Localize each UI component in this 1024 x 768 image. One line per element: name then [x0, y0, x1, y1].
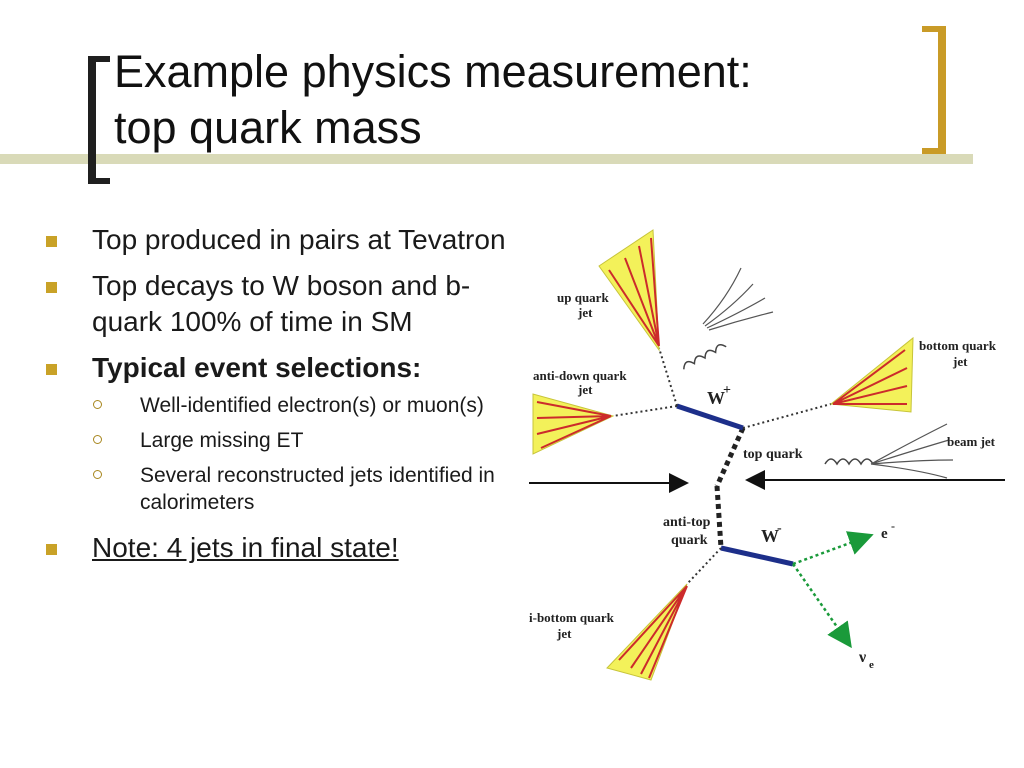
w-plus-superscript: + [723, 383, 731, 398]
anti-down-quark-label: anti-down quark [533, 368, 627, 383]
gluon-coil-lower [824, 458, 874, 466]
square-bullet-icon [46, 544, 57, 555]
bullet-list: Top produced in pairs at Tevatron Top de… [40, 222, 510, 576]
w-minus-label: W [761, 526, 779, 546]
anti-down-quark-line [612, 405, 678, 417]
top-quark-line [714, 426, 746, 488]
anti-down-jet-label: jet [577, 382, 593, 397]
electron-label: e [881, 526, 888, 542]
bullet-text: Top decays to W boson and b-quark 100% o… [92, 270, 471, 337]
bullet-text: Top produced in pairs at Tevatron [92, 224, 506, 255]
anti-bottom-quark-jet-cone [606, 583, 688, 681]
bullet-item: Note: 4 jets in final state! [40, 530, 510, 566]
circle-bullet-icon [93, 400, 102, 409]
square-bullet-icon [46, 364, 57, 375]
sub-bullet-text: Several reconstructed jets identified in… [140, 464, 495, 514]
anti-down-quark-jet-cone [532, 393, 615, 455]
square-bullet-icon [46, 282, 57, 293]
bullet-item: Top produced in pairs at Tevatron [40, 222, 510, 258]
bottom-quark-jet-cone [829, 336, 914, 413]
bullet-item: Typical event selections: [40, 350, 510, 386]
left-bracket-decoration [88, 56, 110, 184]
anti-bottom-quark-line [686, 547, 722, 585]
beam-jet-lower-rays [870, 423, 954, 479]
up-quark-label: up quark [557, 290, 609, 305]
note-text: Note: 4 jets in final state! [92, 532, 399, 563]
up-quark-jet-label: jet [577, 305, 593, 320]
square-bullet-icon [46, 236, 57, 247]
anti-top-quark-line [714, 485, 724, 549]
anti-bottom-jet-label: jet [556, 626, 572, 641]
gluon-coil-upper [683, 343, 727, 370]
sub-bullet-item: Several reconstructed jets identified in… [40, 462, 510, 516]
bottom-quark-line [742, 403, 832, 429]
anti-bottom-quark-label: i-bottom quark [529, 610, 615, 625]
neutrino-subscript: e [869, 659, 874, 671]
right-bracket-decoration [922, 26, 946, 154]
bullet-item: Top decays to W boson and b-quark 100% o… [40, 268, 510, 340]
top-quark-decay-diagram: up quark jet anti-down quark jet W + bot… [529, 229, 1005, 681]
sub-bullet-item: Well-identified electron(s) or muon(s) [40, 392, 510, 419]
up-quark-jet-cone [598, 229, 660, 352]
neutrino-label: ν [858, 649, 866, 666]
beam-jet-label: beam jet [947, 434, 996, 449]
circle-bullet-icon [93, 435, 102, 444]
top-quark-label: top quark [743, 447, 803, 462]
up-quark-line [658, 347, 678, 407]
anti-top-quark-label: quark [671, 533, 708, 548]
slide-title: Example physics measurement: top quark m… [114, 44, 914, 156]
electron-line [792, 531, 874, 566]
title-line-1: Example physics measurement: [114, 46, 752, 97]
sub-bullet-item: Large missing ET [40, 427, 510, 454]
w-plus-label: W [707, 388, 725, 408]
bottom-quark-label: bottom quark [919, 338, 997, 353]
electron-superscript: - [891, 519, 895, 533]
sub-bullet-text: Well-identified electron(s) or muon(s) [140, 394, 484, 417]
w-minus-superscript: - [777, 521, 782, 536]
beam-jet-upper-rays [702, 267, 774, 331]
w-minus-boson-line [720, 545, 794, 567]
anti-top-label: anti-top [663, 515, 711, 530]
bottom-quark-jet-label: jet [952, 354, 968, 369]
circle-bullet-icon [93, 470, 102, 479]
w-plus-boson-line [676, 403, 744, 431]
title-rule [0, 154, 973, 164]
title-line-2: top quark mass [114, 102, 422, 153]
sub-bullet-text: Large missing ET [140, 429, 304, 452]
neutrino-line [791, 563, 852, 649]
bullet-text: Typical event selections: [92, 352, 422, 383]
